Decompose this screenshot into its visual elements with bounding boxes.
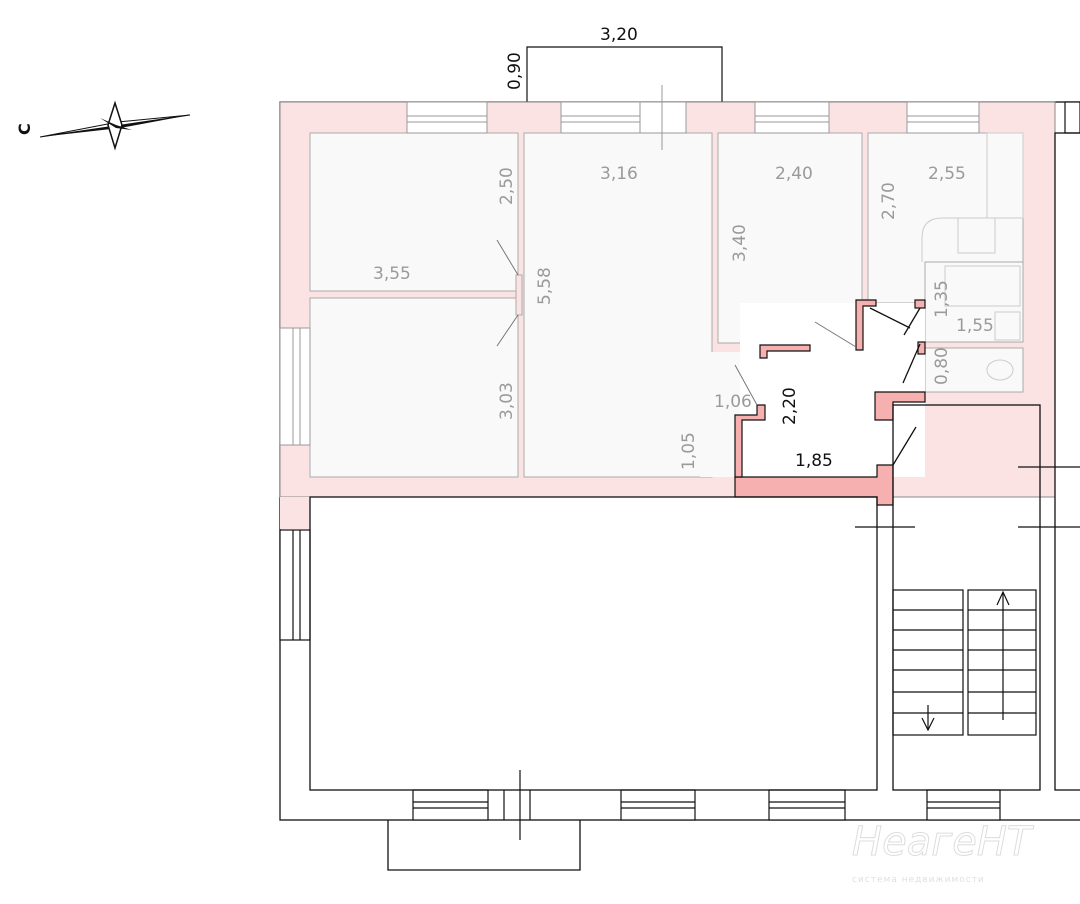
door-swing — [869, 307, 911, 329]
window — [926, 789, 1001, 821]
stairs — [892, 589, 1037, 736]
door-swing — [496, 314, 519, 347]
stove-icon — [986, 132, 1024, 219]
living-room-length: 5,58 — [535, 267, 555, 305]
bathroom — [924, 261, 1024, 343]
hallway-length: 2,20 — [780, 387, 800, 425]
window — [1064, 101, 1080, 134]
door-swing — [496, 239, 519, 276]
toilet-icon — [986, 359, 1014, 381]
door-swing — [903, 307, 921, 336]
toilet — [924, 347, 1024, 393]
hallway-lower — [765, 405, 893, 477]
window — [906, 101, 980, 134]
closet-length: 1,05 — [679, 432, 699, 470]
new-wall-closet — [734, 404, 766, 478]
door-swing — [892, 426, 917, 466]
door-swing — [902, 343, 921, 384]
new-wall-bath — [874, 391, 926, 421]
new-wall-stub — [914, 299, 926, 309]
bottom-balcony — [387, 820, 581, 871]
watermark-tagline: система недвижимости — [852, 875, 985, 885]
new-wall-stub2 — [917, 341, 926, 355]
room-left-upper — [309, 132, 519, 292]
living-room-width: 3,16 — [600, 164, 638, 184]
lower-room — [309, 496, 878, 791]
compass-icon: С — [15, 100, 191, 151]
door-swing — [814, 321, 857, 348]
window — [620, 789, 696, 821]
bathroom-length: 1,35 — [932, 280, 952, 318]
bathtub-icon — [944, 265, 1021, 307]
hallway-width: 1,85 — [795, 451, 833, 471]
top-balcony — [526, 46, 723, 102]
window — [406, 101, 488, 134]
bedroom-length: 3,40 — [730, 224, 750, 262]
partition-t — [515, 274, 523, 316]
compass-north-label: С — [15, 123, 34, 135]
window — [768, 789, 846, 821]
toilet-length: 0,80 — [932, 347, 952, 385]
sink-icon — [957, 217, 996, 254]
balcony-door — [639, 101, 687, 134]
room-left-upper-width: 3,55 — [373, 264, 411, 284]
door-swing — [734, 364, 758, 406]
room-left-lower-height: 3,03 — [497, 382, 517, 420]
window — [279, 529, 311, 641]
bedroom-width: 2,40 — [775, 164, 813, 184]
bathroom-width: 1,55 — [956, 316, 994, 336]
new-wall-hall — [855, 299, 877, 351]
kitchen-length: 2,70 — [879, 182, 899, 220]
watermark-brand: НеагеНТ — [852, 819, 1035, 865]
room-left-lower — [309, 297, 519, 478]
closet-width: 1,06 — [714, 392, 752, 412]
left-wall-lower — [280, 497, 310, 529]
washbasin-icon — [994, 311, 1021, 341]
window — [412, 789, 489, 821]
balcony-width-label: 3,20 — [600, 25, 638, 45]
window — [754, 101, 830, 134]
window — [279, 327, 311, 446]
neighbor-unit — [1054, 132, 1080, 791]
new-wall-bedroom — [759, 344, 811, 359]
window — [560, 101, 641, 134]
living-room-ext — [700, 352, 740, 477]
room-left-upper-height: 2,50 — [497, 167, 517, 205]
kitchen-width: 2,55 — [928, 164, 966, 184]
living-room — [523, 132, 713, 478]
balcony-depth-label: 0,90 — [505, 52, 525, 90]
counter — [921, 217, 958, 262]
